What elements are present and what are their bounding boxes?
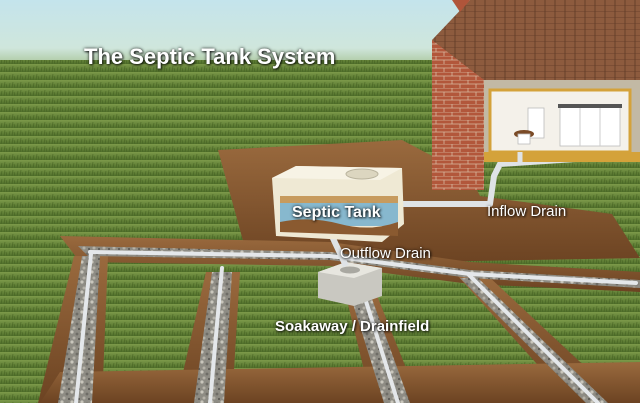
outflow-drain-label: Outflow Drain (340, 245, 431, 262)
house-roof (432, 0, 640, 80)
drainfield-trench-bottom (40, 362, 640, 403)
toilet-icon (514, 107, 545, 145)
house (432, 0, 640, 190)
drainfield-label: Soakaway / Drainfield (275, 318, 430, 335)
tank-sludge (280, 219, 398, 236)
inflow-drain-label: Inflow Drain (487, 203, 567, 220)
gravel-bed-middle (194, 272, 232, 403)
kitchen-cabinet-icon (558, 104, 622, 147)
diagram-title: The Septic Tank System (84, 44, 336, 69)
pipe-lateral-right (466, 272, 600, 403)
gravel-bed-left (58, 256, 100, 403)
septic-tank-label: Septic Tank (292, 204, 381, 221)
distribution-box (318, 262, 382, 306)
pipe-lateral-left (74, 252, 93, 403)
pipe-header (88, 250, 638, 285)
house-floor (484, 152, 640, 162)
septic-tank (272, 166, 404, 242)
pipe-lateral-middle (208, 266, 224, 403)
tank-scum (280, 196, 398, 203)
